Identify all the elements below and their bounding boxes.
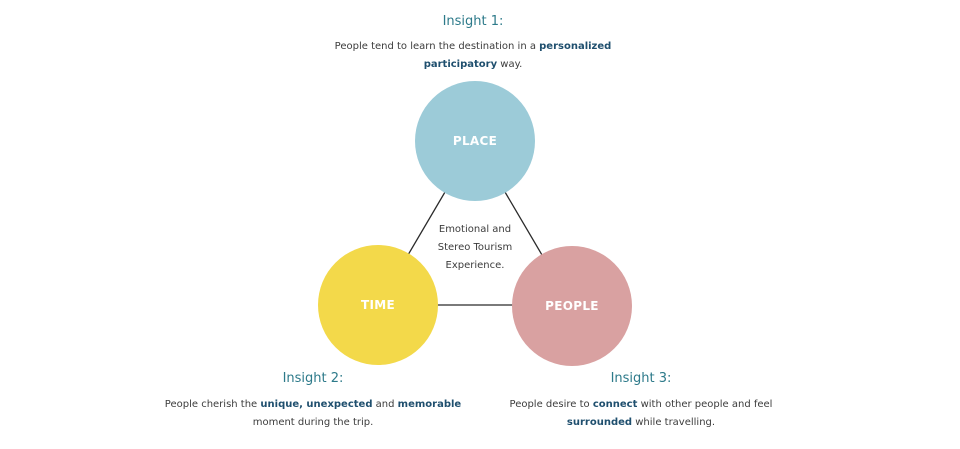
insight-2-line-1: People cherish the unique, unexpected an… bbox=[150, 396, 476, 414]
place-circle: PLACE bbox=[415, 81, 535, 201]
insight-2-highlight-memorable: memorable bbox=[397, 399, 462, 410]
insight-1-highlight-participatory: participatory bbox=[423, 59, 498, 70]
insight-1-text-a: People tend to learn the destination in … bbox=[334, 41, 540, 52]
insight-3-highlight-connect: connect bbox=[592, 399, 638, 410]
insight-2-highlight-unexpected: unexpected bbox=[306, 399, 373, 410]
insight-1-text: People tend to learn the destination in … bbox=[300, 38, 646, 74]
place-label: PLACE bbox=[452, 134, 498, 148]
time-circle: TIME bbox=[318, 245, 438, 365]
insight-3-line-1: People desire to connect with other peop… bbox=[482, 396, 800, 414]
insight-2-text-a: People cherish the bbox=[164, 399, 261, 410]
insight-2-line-2: moment during the trip. bbox=[252, 417, 374, 428]
insight-1-line-1: People tend to learn the destination in … bbox=[300, 38, 646, 56]
insight-2-separator-2: and bbox=[372, 399, 398, 410]
insight-3-line-2: surrounded while travelling. bbox=[482, 414, 800, 432]
people-circle: PEOPLE bbox=[512, 246, 632, 366]
insight-3-text-a: People desire to bbox=[509, 399, 593, 410]
insight-3-text-b: with other people and feel bbox=[637, 399, 773, 410]
center-caption: Emotional and Stereo Tourism Experience. bbox=[415, 221, 535, 275]
insight-2-separator-1: , bbox=[299, 399, 307, 410]
center-line-1: Emotional and bbox=[438, 224, 512, 235]
time-label: TIME bbox=[361, 298, 395, 312]
people-label: PEOPLE bbox=[545, 299, 599, 313]
insight-1-title: Insight 1: bbox=[442, 14, 504, 29]
insight-2-title: Insight 2: bbox=[282, 371, 344, 386]
center-line-2: Stereo Tourism bbox=[437, 242, 513, 253]
insight-1-text-b: way. bbox=[497, 59, 523, 70]
insight-3-title: Insight 3: bbox=[610, 371, 672, 386]
insight-3-highlight-surrounded: surrounded bbox=[566, 417, 633, 428]
insight-1-highlight-personalized: personalized bbox=[539, 41, 612, 52]
insight-2-text: People cherish the unique, unexpected an… bbox=[150, 396, 476, 432]
insight-3-text-c: while travelling. bbox=[632, 417, 716, 428]
insight-1-line-2: participatory way. bbox=[300, 56, 646, 74]
insight-2-highlight-unique: unique bbox=[260, 399, 300, 410]
center-line-3: Experience. bbox=[445, 260, 505, 271]
insight-3-text: People desire to connect with other peop… bbox=[482, 396, 800, 432]
